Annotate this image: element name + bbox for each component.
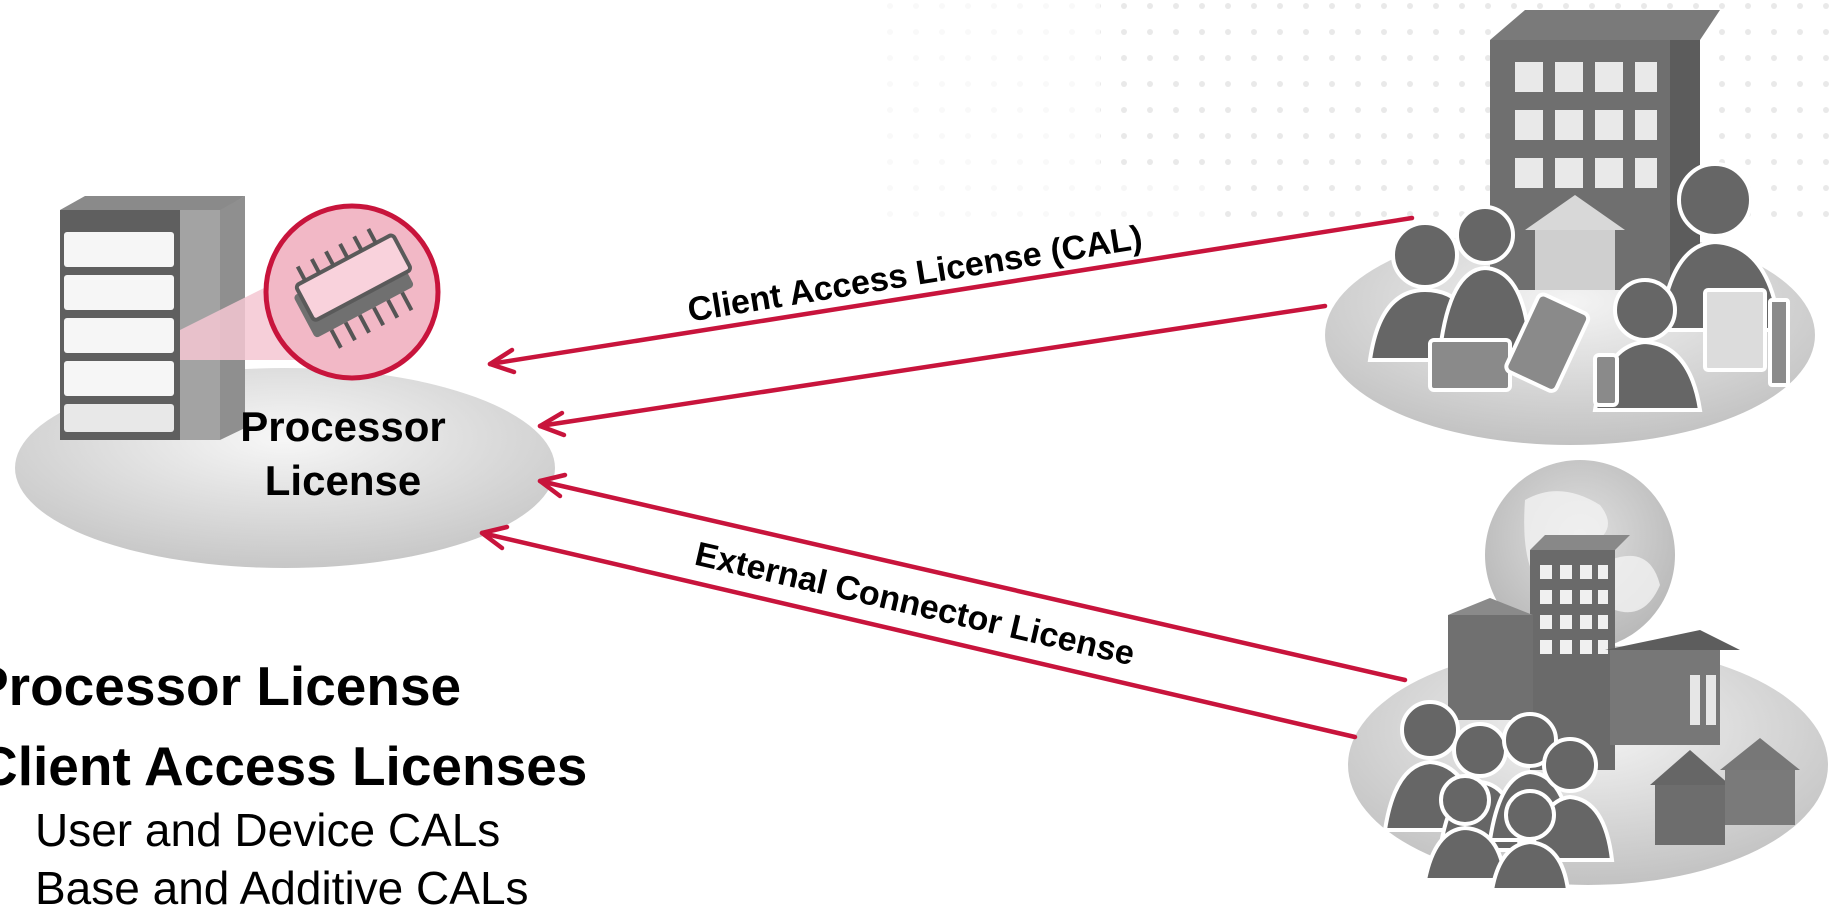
diagram-graphics xyxy=(15,0,1844,891)
server-icon xyxy=(60,196,245,440)
bullet-client-access-licenses: Client Access Licenses xyxy=(0,735,588,797)
people-group-icon xyxy=(1367,162,1790,412)
processor-license-label-line2: License xyxy=(264,457,422,504)
processor-license-label: Processor License xyxy=(218,400,468,508)
cal-connection-arrows xyxy=(487,215,1415,438)
processor-chip-icon xyxy=(263,203,441,381)
crowd-icon xyxy=(1382,700,1615,891)
bullet-base-additive-cals: Base and Additive CALs xyxy=(35,862,529,914)
bullet-user-device-cals: User and Device CALs xyxy=(35,804,501,856)
city-buildings-icon xyxy=(1448,535,1800,845)
external-connector-arrows xyxy=(479,472,1408,740)
office-building-icon xyxy=(1490,10,1720,290)
processor-license-label-line1: Processor xyxy=(240,403,446,450)
bullet-processor-license: Processor License xyxy=(0,655,462,717)
